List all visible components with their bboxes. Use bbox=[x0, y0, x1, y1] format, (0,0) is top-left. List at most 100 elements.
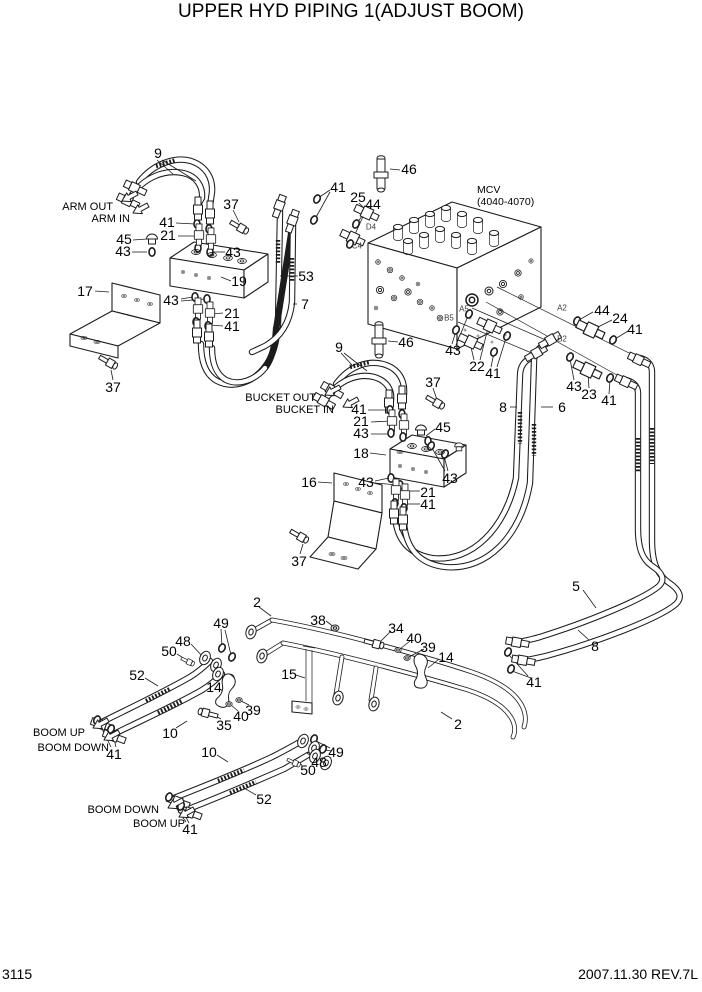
leader-line bbox=[343, 352, 368, 372]
fit-glyph bbox=[204, 301, 216, 324]
part-callout: 22 bbox=[469, 358, 485, 374]
part-callout: 10 bbox=[201, 744, 217, 760]
leader-line bbox=[389, 168, 401, 171]
part-callout: 49 bbox=[328, 744, 344, 760]
part-callout: 45 bbox=[435, 419, 451, 435]
part-callout: 37 bbox=[105, 379, 121, 395]
leader-line bbox=[399, 640, 411, 650]
o-glyph bbox=[501, 330, 513, 342]
flg-glyph bbox=[254, 647, 270, 665]
leader-line bbox=[216, 754, 229, 763]
part-callout: 50 bbox=[161, 643, 177, 659]
part-callout: 35 bbox=[216, 717, 232, 733]
o-glyph bbox=[216, 642, 228, 654]
part-callout: 43 bbox=[358, 474, 374, 490]
part-callout: 44 bbox=[594, 302, 610, 318]
leader-line bbox=[94, 290, 110, 293]
o-glyph bbox=[604, 372, 616, 384]
part-callout: 14 bbox=[438, 649, 454, 665]
part-callout: 41 bbox=[106, 746, 122, 762]
nip-glyph bbox=[204, 323, 214, 348]
fit-glyph bbox=[386, 409, 398, 432]
leader-line bbox=[317, 481, 333, 484]
o-glyph bbox=[387, 427, 395, 439]
revision-label: 2007.11.30 REV.7L bbox=[578, 966, 698, 982]
part-callout: 39 bbox=[420, 639, 436, 655]
part-callout: 40 bbox=[233, 708, 249, 724]
mcv-label-line1: MCV bbox=[477, 184, 500, 196]
leader-line bbox=[156, 159, 174, 175]
leader-line bbox=[232, 209, 240, 223]
part-callout: 37 bbox=[425, 374, 441, 390]
leader-line bbox=[299, 543, 304, 555]
port-label: D4 bbox=[366, 223, 377, 232]
vlv-glyph bbox=[373, 155, 389, 193]
part-callout: 2 bbox=[454, 716, 462, 732]
part-callout: 5 bbox=[572, 578, 580, 594]
o-glyph bbox=[502, 646, 514, 658]
leader-line bbox=[220, 628, 223, 647]
leader-line bbox=[258, 606, 272, 617]
nut-glyph bbox=[403, 655, 411, 661]
o-glyph bbox=[564, 351, 576, 363]
part-callout: 48 bbox=[311, 754, 327, 770]
leader-line bbox=[511, 670, 532, 679]
part-callout: 41 bbox=[330, 179, 346, 195]
bolt-glyph bbox=[179, 655, 196, 668]
part-callout: 46 bbox=[398, 334, 414, 350]
leader-line bbox=[479, 327, 489, 361]
plug-glyph bbox=[454, 442, 464, 452]
leader-line bbox=[440, 711, 453, 720]
part-callout: 43 bbox=[353, 425, 369, 441]
port-label: A2 bbox=[557, 304, 567, 313]
part-callout: 10 bbox=[162, 725, 178, 741]
part-callout: 9 bbox=[335, 339, 343, 355]
flg-glyph bbox=[295, 732, 311, 750]
part-callout: 18 bbox=[353, 445, 369, 461]
plug-glyph bbox=[146, 233, 158, 245]
part-callout: 17 bbox=[77, 283, 93, 299]
flow-label: ARM IN bbox=[92, 213, 131, 225]
leader-line bbox=[224, 629, 232, 656]
bolt-glyph bbox=[288, 527, 311, 545]
nip-glyph bbox=[283, 208, 301, 235]
part-callout: 41 bbox=[420, 496, 436, 512]
part-callout: 14 bbox=[206, 679, 222, 695]
part-callout: 24 bbox=[612, 310, 628, 326]
leader-line bbox=[295, 674, 306, 679]
bolt-glyph bbox=[228, 218, 251, 236]
part-callout: 45 bbox=[116, 231, 132, 247]
nip-glyph bbox=[192, 319, 202, 344]
part-callout: 8 bbox=[499, 399, 507, 415]
flow-label: ARM OUT bbox=[62, 201, 113, 213]
nip-glyph bbox=[270, 193, 288, 220]
o-glyph bbox=[607, 334, 619, 346]
nut-glyph bbox=[330, 624, 340, 632]
leader-line bbox=[374, 477, 390, 482]
leader-line bbox=[230, 704, 239, 712]
part-callout: 43 bbox=[115, 243, 131, 259]
part-callout: 7 bbox=[301, 296, 309, 312]
mcv-label-line2: (4040-4070) bbox=[477, 196, 534, 208]
bolt-glyph bbox=[424, 393, 447, 411]
o-glyph bbox=[148, 247, 156, 258]
plug-glyph bbox=[415, 424, 427, 436]
fit-glyph bbox=[399, 483, 411, 506]
part-callout: 9 bbox=[154, 145, 162, 161]
part-callout: 34 bbox=[388, 620, 404, 636]
part-callout: 21 bbox=[224, 305, 240, 321]
fit-glyph bbox=[192, 297, 204, 320]
part-callout: 37 bbox=[291, 553, 307, 569]
part-callout: 50 bbox=[300, 762, 316, 778]
o-glyph bbox=[226, 651, 238, 663]
leader-line bbox=[578, 311, 594, 321]
part-callout: 41 bbox=[627, 321, 643, 337]
part-callout: 41 bbox=[485, 365, 501, 381]
part-callout: 41 bbox=[601, 392, 617, 408]
part-callout: 43 bbox=[225, 244, 241, 260]
part-callout: 43 bbox=[445, 342, 461, 358]
part-callout: 40 bbox=[406, 630, 422, 646]
part-callout: 2 bbox=[253, 594, 261, 610]
diagram-artwork bbox=[69, 156, 683, 814]
